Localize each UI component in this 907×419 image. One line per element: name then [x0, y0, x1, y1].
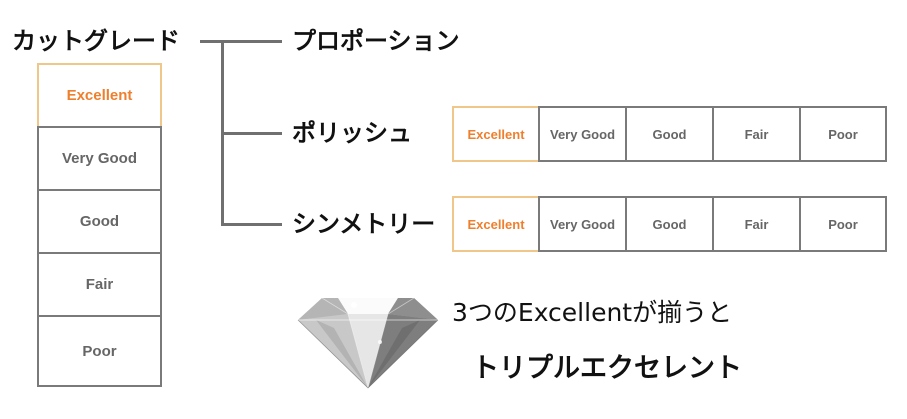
symmetry-grade-very-good: Very Good — [538, 196, 627, 252]
cut-grade-very-good: Very Good — [37, 126, 162, 191]
symmetry-grade-poor: Poor — [799, 196, 887, 252]
proportion-label: プロポーション — [292, 27, 460, 55]
polish-grade-excellent: Excellent — [452, 106, 540, 162]
connector-main — [200, 40, 282, 43]
polish-grade-good: Good — [625, 106, 714, 162]
connector-polish — [221, 132, 282, 135]
symmetry-grade-good: Good — [625, 196, 714, 252]
caption-line-2: トリプルエクセレント — [472, 353, 742, 384]
symmetry-grade-excellent: Excellent — [452, 196, 540, 252]
cut-grade-good: Good — [37, 189, 162, 254]
symmetry-grade-fair: Fair — [712, 196, 801, 252]
polish-grade-very-good: Very Good — [538, 106, 627, 162]
cut-grade-excellent: Excellent — [37, 63, 162, 128]
caption-line-1: 3つのExcellentが揃うと — [452, 298, 733, 327]
cut-grade-poor: Poor — [37, 315, 162, 387]
symmetry-label: シンメトリー — [292, 210, 436, 238]
cut-grade-fair: Fair — [37, 252, 162, 317]
cut-grade-title: カットグレード — [12, 27, 180, 55]
polish-grade-fair: Fair — [712, 106, 801, 162]
polish-grade-poor: Poor — [799, 106, 887, 162]
polish-label: ポリッシュ — [292, 119, 412, 147]
diamond-icon — [297, 297, 439, 390]
connector-symmetry — [221, 223, 282, 226]
